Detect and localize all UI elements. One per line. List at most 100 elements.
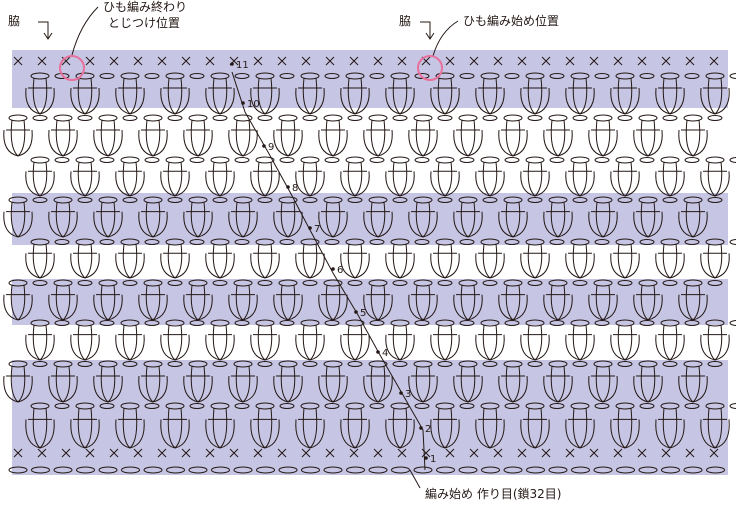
single-crochet-icon — [709, 56, 719, 66]
chain-stitch-icon — [391, 466, 410, 474]
single-crochet-icon — [661, 448, 671, 458]
puff-stitch-icon — [408, 114, 453, 157]
single-crochet-icon — [397, 56, 407, 66]
chain-stitch-icon — [503, 466, 523, 474]
puff-stitch-icon — [250, 72, 295, 115]
single-crochet-icon — [493, 448, 503, 458]
puff-stitch-icon — [363, 196, 408, 238]
puff-stitch-icon — [633, 114, 678, 157]
puff-stitch-icon — [183, 279, 228, 321]
row-start-dot — [241, 101, 245, 105]
row-number-label: 10 — [247, 99, 260, 110]
puff-stitch-icon — [565, 238, 610, 279]
row-number-label: 11 — [236, 60, 249, 71]
single-crochet-icon — [373, 56, 383, 66]
puff-stitch-icon — [93, 279, 138, 321]
single-crochet-icon — [541, 56, 551, 66]
puff-stitch-icon — [160, 319, 205, 361]
puff-stitch-icon — [273, 279, 318, 321]
puff-stitch-icon — [295, 72, 340, 115]
puff-stitch-icon — [25, 402, 70, 449]
start-tie-leader-line — [432, 20, 459, 57]
single-crochet-icon — [181, 56, 191, 66]
single-crochet-icon — [565, 448, 575, 458]
single-crochet-icon — [325, 56, 335, 66]
puff-stitch-icon — [588, 114, 633, 157]
puff-stitch-icon — [678, 114, 723, 157]
chain-stitch-icon — [233, 466, 253, 474]
single-crochet-icon — [133, 448, 143, 458]
puff-stitch-icon — [678, 279, 723, 321]
puff-stitch-icon — [3, 360, 48, 403]
chain-stitch-icon — [481, 466, 500, 474]
puff-stitch-icon — [228, 279, 273, 321]
single-crochet-icon — [661, 56, 671, 66]
chain-stitch-icon — [301, 466, 320, 474]
chain-stitch-icon — [526, 466, 545, 474]
puff-stitch-icon — [3, 114, 48, 157]
single-crochet-icon — [205, 56, 215, 66]
puff-stitch-icon — [543, 196, 588, 238]
bottom-leader-line — [409, 469, 421, 489]
chain-stitch-icon — [76, 466, 95, 474]
chain-stitch-icon — [683, 466, 703, 474]
single-crochet-icon — [157, 448, 167, 458]
single-crochet-icon — [685, 448, 695, 458]
puff-stitch-icon — [385, 238, 430, 279]
background-band — [12, 279, 728, 325]
puff-stitch-icon — [700, 72, 736, 115]
puff-stitch-icon — [138, 196, 183, 238]
arrow-down-icon — [38, 21, 53, 40]
puff-stitch-icon — [565, 319, 610, 361]
puff-stitch-icon — [183, 360, 228, 403]
puff-stitch-icon — [543, 279, 588, 321]
puff-stitch-icon — [93, 196, 138, 238]
puff-stitch-icon — [430, 72, 475, 115]
row-start-dot — [331, 267, 335, 271]
single-crochet-icon — [133, 56, 143, 66]
puff-stitch-icon — [318, 279, 363, 321]
single-crochet-icon — [13, 56, 23, 66]
puff-stitch-icon — [610, 156, 655, 197]
single-crochet-icon — [301, 448, 311, 458]
puff-stitch-icon — [250, 402, 295, 449]
start-tie-label: ひも編み始め位置 — [463, 14, 560, 28]
chain-stitch-icon — [8, 466, 28, 474]
puff-stitch-icon — [3, 196, 48, 238]
row-number-label: 5 — [360, 308, 366, 319]
puff-stitch-icon — [385, 402, 430, 449]
puff-stitch-icon — [498, 360, 543, 403]
puff-stitch-icon — [70, 72, 115, 115]
row-start-dot — [354, 310, 358, 314]
single-crochet-icon — [685, 56, 695, 66]
puff-stitch-icon — [565, 156, 610, 197]
row-start-dot — [262, 144, 266, 148]
single-crochet-icon — [373, 448, 383, 458]
puff-stitch-icon — [453, 196, 498, 238]
puff-stitch-icon — [475, 238, 520, 279]
puff-stitch-icon — [205, 402, 250, 449]
puff-stitch-icon — [138, 279, 183, 321]
chain-stitch-icon — [166, 466, 185, 474]
puff-stitch-icon — [205, 319, 250, 361]
puff-stitch-icon — [250, 156, 295, 197]
single-crochet-icon — [637, 56, 647, 66]
single-crochet-icon — [229, 448, 239, 458]
row-start-dot — [399, 391, 403, 395]
chain-stitch-icon — [31, 466, 50, 474]
single-crochet-icon — [541, 448, 551, 458]
puff-stitch-icon — [160, 156, 205, 197]
single-crochet-icon — [613, 56, 623, 66]
puff-stitch-icon — [48, 196, 93, 238]
single-crochet-icon — [277, 448, 287, 458]
marker-circle-icon — [417, 55, 443, 81]
puff-stitch-icon — [633, 279, 678, 321]
puff-stitch-icon — [475, 319, 520, 361]
puff-stitch-icon — [610, 238, 655, 279]
puff-stitch-icon — [475, 72, 520, 115]
puff-stitch-icon — [655, 402, 700, 449]
single-crochet-icon — [61, 448, 71, 458]
single-crochet-icon — [181, 448, 191, 458]
